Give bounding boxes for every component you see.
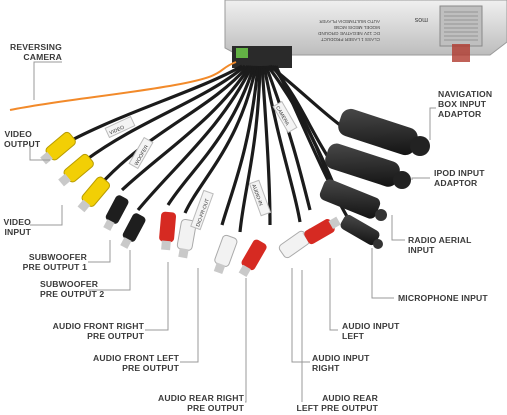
navigation-adaptor: [338, 108, 430, 156]
chassis-label-line3: DC 12V NEGATIVE GROUND: [317, 31, 380, 36]
rca-plugs: [40, 131, 341, 278]
chassis-label-line4: CLASS 1 LASER PRODUCT: [321, 37, 380, 42]
radio-aerial-plug: [319, 179, 387, 221]
leader-lines: [29, 61, 436, 403]
label-ipod-input: IPOD INPUT ADAPTOR: [434, 168, 485, 188]
orange-wire: [9, 61, 237, 111]
label-video-output: VIDEO OUTPUT: [4, 129, 41, 149]
label-audio-front-left: AUDIO FRONT LEFT PRE OUTPUT: [93, 353, 179, 373]
label-audio-input-left: AUDIO INPUT LEFT: [342, 321, 400, 341]
label-audio-front-right: AUDIO FRONT RIGHT PRE OUTPUT: [52, 321, 144, 341]
cable-tags: [104, 100, 298, 231]
label-audio-rear-left: AUDIO REAR LEFT PRE OUTPUT: [296, 393, 378, 413]
label-subwoofer-2: SUBWOOFER PRE OUTPUT 2: [40, 279, 105, 299]
cable-harness: [71, 64, 357, 233]
label-audio-input-right: AUDIO INPUT RIGHT: [312, 353, 370, 373]
chassis-label-line1: AUTO MULTIMEDIA PLAYER: [319, 19, 380, 24]
head-unit-chassis: [224, 0, 507, 68]
label-audio-rear-right: AUDIO REAR RIGHT PRE OUTPUT: [158, 393, 244, 413]
label-microphone-input: MICROPHONE INPUT: [398, 293, 488, 303]
label-navigation-box: NAVIGATION BOX INPUT ADAPTOR: [438, 89, 493, 119]
chassis-brand: mos: [414, 16, 428, 23]
chassis-label: AUTO MULTIMEDIA PLAYER MODEL MEDIS MC5B …: [317, 16, 428, 42]
label-radio-aerial: RADIO AERIAL INPUT: [408, 235, 472, 255]
label-video-input: VIDEO INPUT: [3, 217, 31, 237]
chassis-label-line2: MODEL MEDIS MC5B: [334, 25, 380, 30]
ipod-adaptor: [325, 143, 411, 189]
label-reversing-camera: REVERSING CAMERA: [10, 42, 62, 62]
label-subwoofer-1: SUBWOOFER PRE OUTPUT 1: [22, 252, 87, 272]
microphone-plug: [340, 214, 383, 249]
